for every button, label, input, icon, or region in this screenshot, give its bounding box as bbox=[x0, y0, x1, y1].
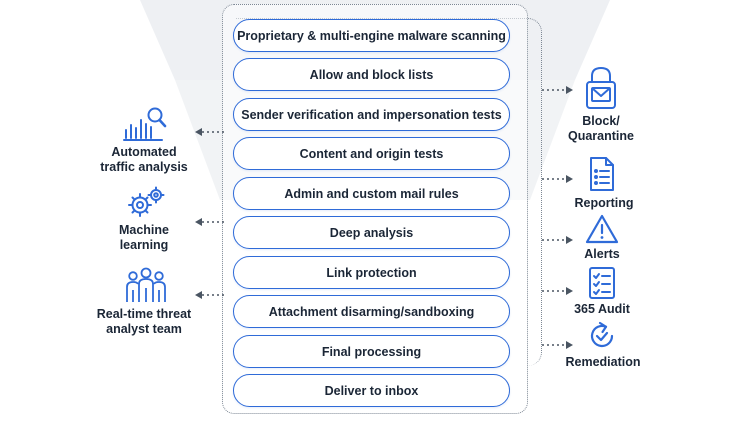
stage-attachment-sandboxing: Attachment disarming/sandboxing bbox=[233, 295, 510, 328]
arrow-machine-learning bbox=[195, 218, 224, 226]
arrow-reporting bbox=[542, 175, 573, 183]
arrow-automated-traffic bbox=[195, 128, 224, 136]
arrow-remediation bbox=[542, 341, 573, 349]
arrow-365-audit bbox=[542, 287, 573, 295]
stage-mail-rules: Admin and custom mail rules bbox=[233, 177, 510, 210]
real-time-threat-analyst-team: Real-time threat analyst team bbox=[96, 307, 192, 336]
warning-triangle-icon bbox=[585, 214, 619, 244]
chart-magnifier-icon bbox=[123, 107, 167, 141]
stage-final-processing: Final processing bbox=[233, 335, 510, 368]
stage-sender-verification: Sender verification and impersonation te… bbox=[233, 98, 510, 131]
stage-malware-scanning: Proprietary & multi-engine malware scann… bbox=[233, 19, 510, 52]
automated-traffic-analysis: Automated traffic analysis bbox=[100, 145, 188, 174]
block-quarantine: Block/ Quarantine bbox=[568, 114, 634, 143]
gears-icon bbox=[128, 186, 165, 217]
report-document-icon bbox=[590, 157, 614, 191]
checklist-icon bbox=[589, 267, 615, 299]
machine-learning: Machine learning bbox=[118, 223, 169, 252]
arrow-block-quarantine bbox=[542, 86, 573, 94]
365-audit: 365 Audit bbox=[574, 302, 630, 316]
stage-link-protection: Link protection bbox=[233, 256, 510, 289]
reporting: Reporting bbox=[574, 196, 634, 210]
arrow-alerts bbox=[542, 236, 573, 244]
remediation: Remediation bbox=[565, 355, 641, 369]
alerts: Alerts bbox=[584, 247, 620, 261]
people-icon bbox=[126, 267, 166, 302]
refresh-check-icon bbox=[590, 321, 614, 348]
arrow-analyst-team bbox=[195, 291, 224, 299]
lock-envelope-icon bbox=[586, 67, 616, 109]
stage-deliver-to-inbox: Deliver to inbox bbox=[233, 374, 510, 407]
stage-deep-analysis: Deep analysis bbox=[233, 216, 510, 249]
stage-content-origin-tests: Content and origin tests bbox=[233, 137, 510, 170]
stage-allow-block-lists: Allow and block lists bbox=[233, 58, 510, 91]
